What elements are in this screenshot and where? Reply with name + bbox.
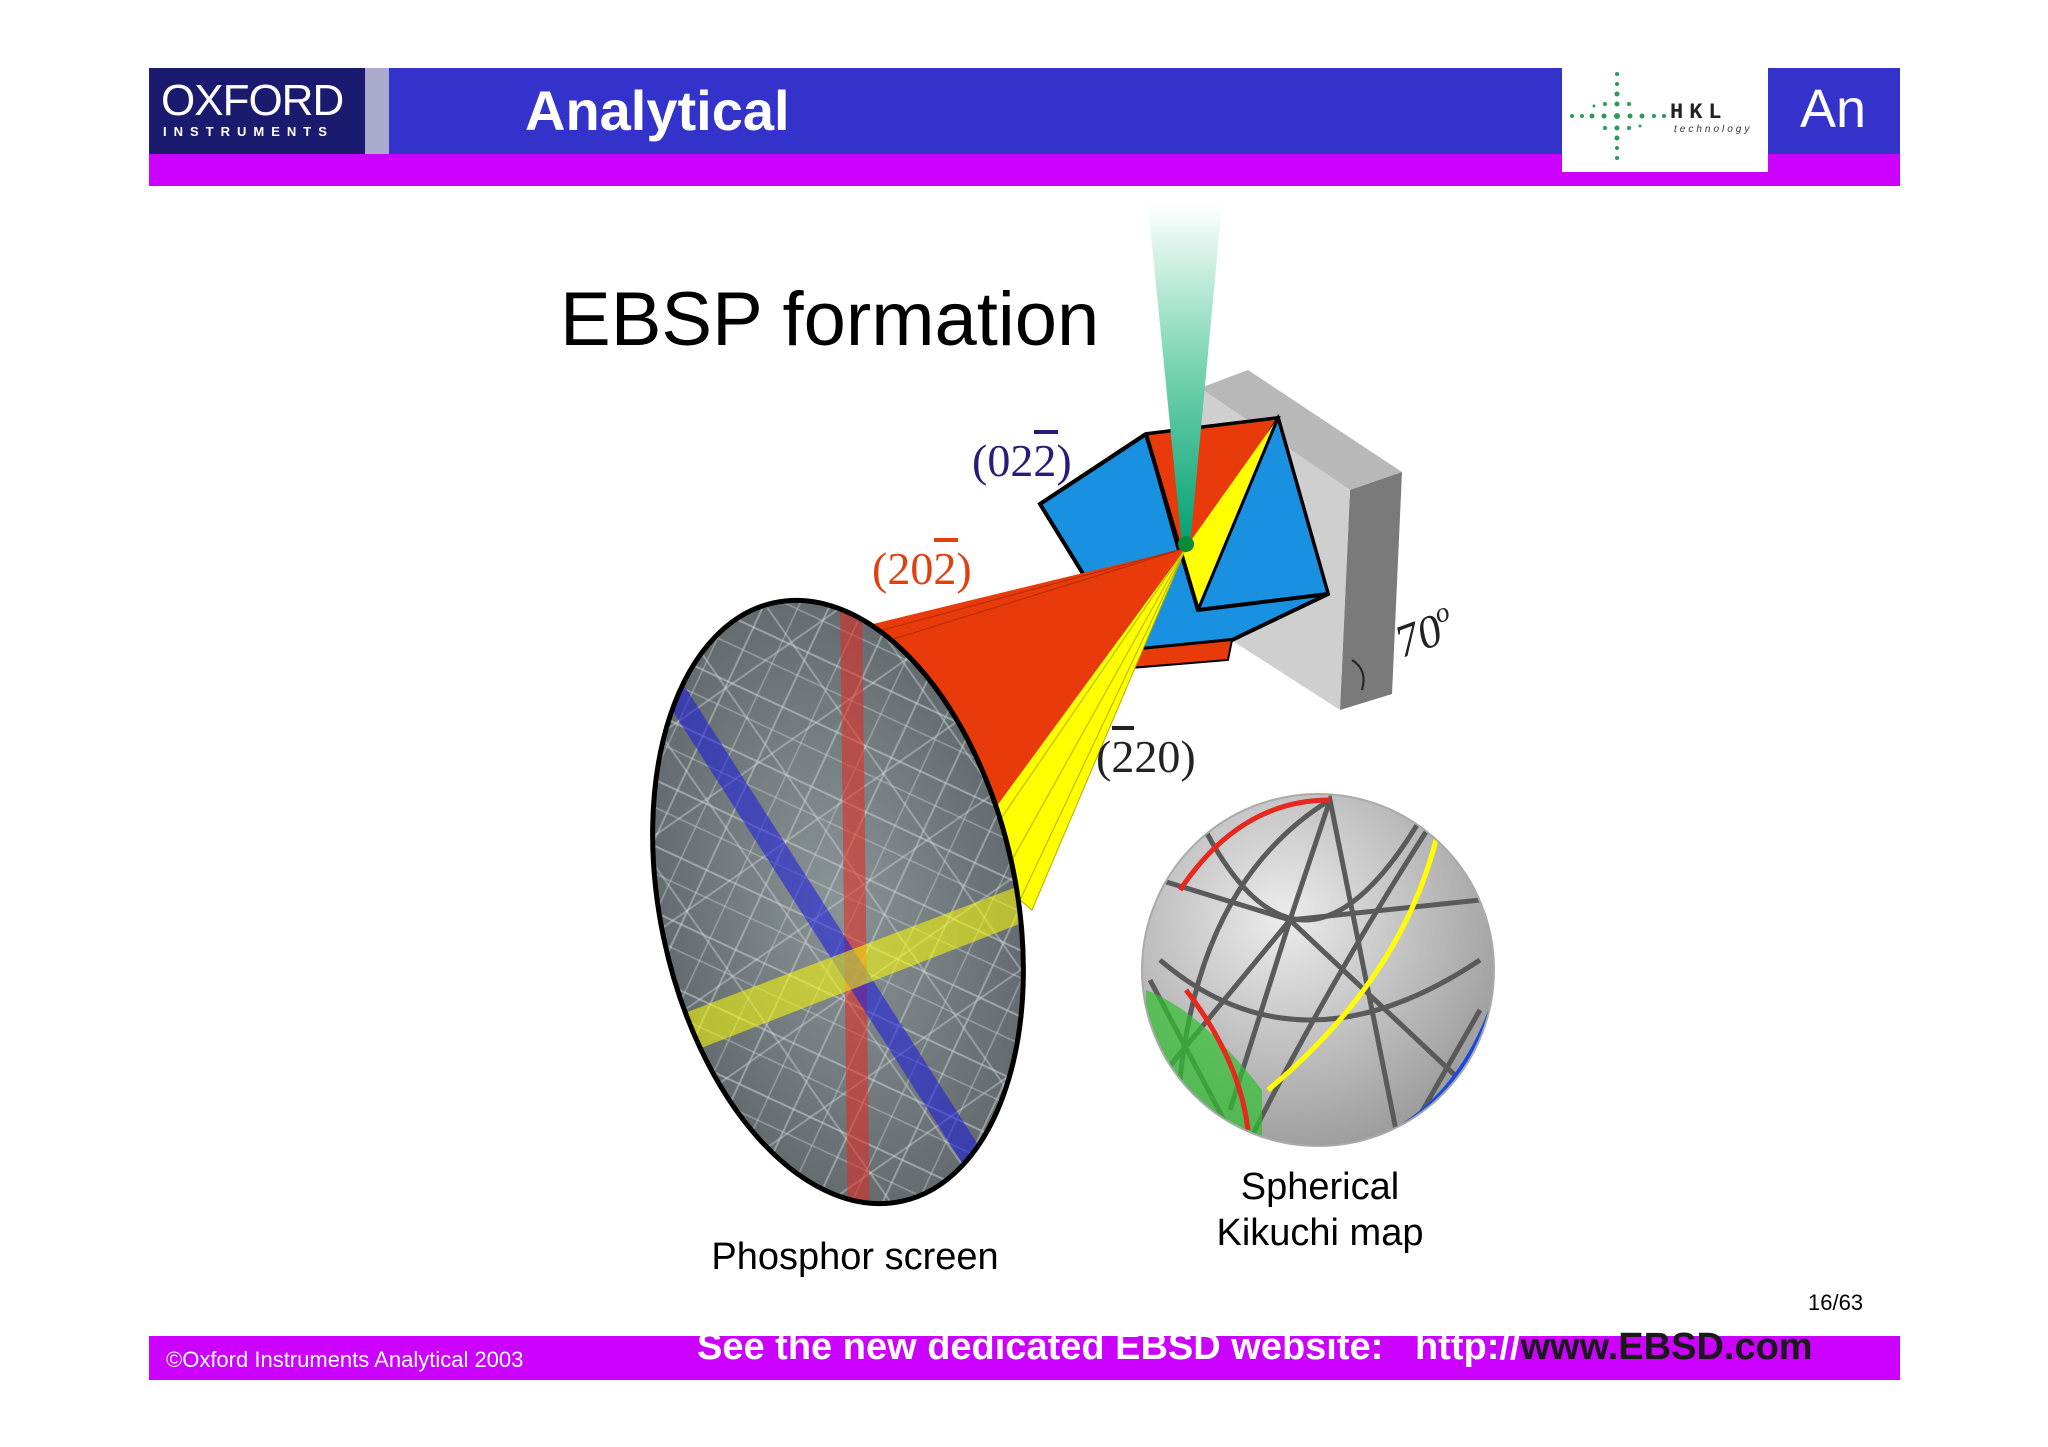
band-022 <box>640 648 1020 1222</box>
caption-kikuchi-line2: Kikuchi map <box>1216 1212 1424 1254</box>
hkl-subtitle: technology <box>1674 124 1753 135</box>
caption-kikuchi-line1: Spherical <box>1240 1166 1400 1208</box>
tilt-angle-arc <box>1351 659 1365 691</box>
hkl-dot-cross-icon <box>1570 72 1666 160</box>
logo-subtitle: INSTRUMENTS <box>163 124 334 139</box>
beam-spot <box>1178 536 1194 552</box>
plane-label-220: (220) <box>1096 731 1196 782</box>
footer-website-link[interactable]: www.EBSD.com <box>1520 1326 1813 1368</box>
spherical-kikuchi-map <box>1141 793 1495 1147</box>
hkl-technology-logo: HKL technology <box>1562 66 1768 172</box>
tilt-angle: 70o <box>1387 596 1462 667</box>
band-202 <box>840 600 870 1239</box>
caption-phosphor-screen: Phosphor screen <box>711 1236 999 1278</box>
logo-word: OXFORD <box>161 76 344 125</box>
page-number: 16/63 <box>1808 1290 1864 1315</box>
plane-label-022: (022) <box>972 435 1072 486</box>
header-title: Analytical <box>525 79 790 142</box>
plane-label-202: (202) <box>872 543 972 594</box>
band-220 <box>640 878 1050 1068</box>
caption-kikuchi-map: Spherical Kikuchi map <box>1190 1164 1450 1256</box>
footer-copyright: ©Oxford Instruments Analytical 2003 <box>166 1347 524 1372</box>
footer-promo-text: See the new dedicated EBSD website: http… <box>697 1326 1521 1368</box>
hkl-letters: HKL <box>1670 100 1728 125</box>
slide-title: EBSP formation <box>560 277 1100 362</box>
oxford-instruments-logo: OXFORD INSTRUMENTS <box>149 68 389 154</box>
logo-divider <box>365 68 389 154</box>
footer-bar <box>149 1336 1900 1380</box>
footer-promo: See the new dedicated EBSD website: http… <box>697 1326 1813 1369</box>
header-right-fragment: An <box>1800 79 1867 139</box>
diffraction-cones <box>840 547 1187 911</box>
electron-beam <box>1148 204 1222 546</box>
